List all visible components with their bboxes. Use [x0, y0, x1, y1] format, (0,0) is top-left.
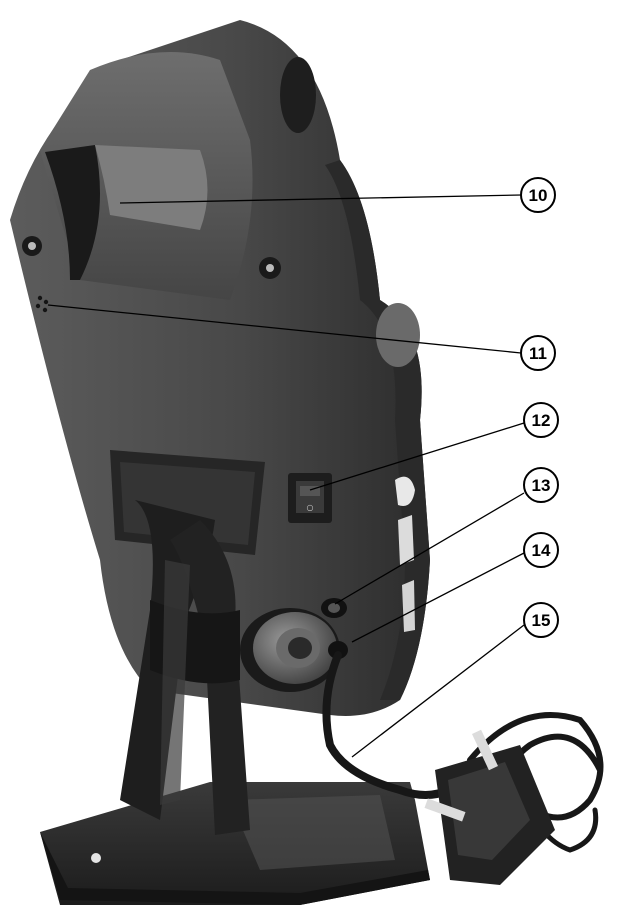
screw-left: [22, 236, 42, 256]
screw-right: [259, 257, 281, 279]
base-reflection: [230, 795, 395, 870]
callout-11-label: 11: [529, 344, 547, 363]
leader-lines: [47, 194, 525, 758]
callout-12: 12: [523, 402, 559, 438]
callout-10: 10: [520, 177, 556, 213]
display-hood: [40, 52, 253, 300]
locking-knob: [240, 608, 340, 692]
connector-sockets: [321, 598, 348, 659]
callout-14: 14: [523, 532, 559, 568]
callout-11: 11: [520, 335, 556, 371]
power-switch: ○: [288, 473, 332, 523]
power-plug: [424, 729, 555, 885]
svg-text:○: ○: [307, 503, 314, 512]
callouts: 10 11 12 13 14 15: [520, 177, 559, 638]
speaker-holes: [35, 295, 49, 313]
callout-12-label: 12: [532, 411, 551, 430]
mounting-bracket: [110, 450, 265, 835]
callout-13-label: 13: [532, 476, 551, 495]
callout-14-label: 14: [532, 541, 551, 560]
callout-15: 15: [523, 602, 559, 638]
callout-15-label: 15: [532, 611, 551, 630]
callout-13: 13: [523, 467, 559, 503]
callout-10-label: 10: [529, 186, 548, 205]
